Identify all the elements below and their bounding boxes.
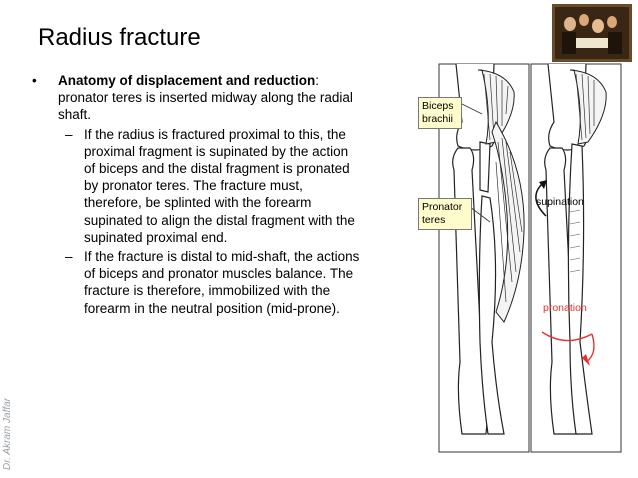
radius-right (567, 143, 593, 435)
sub-bullet-marker: – (65, 249, 73, 265)
bullet-lead-rest: : pronator teres is inserted midway alon… (58, 73, 353, 123)
forearm-figure (438, 63, 622, 453)
radius-left-distal (478, 195, 505, 435)
biceps-pointer (461, 103, 483, 115)
sub-bullet-marker: – (65, 126, 73, 142)
biceps-left (477, 69, 515, 145)
pronation-arrowhead-icon (582, 354, 590, 366)
label-pronation: pronation (543, 302, 587, 314)
painting-logo (552, 4, 632, 62)
sub-bullet-distal: – If the fracture is distal to mid-shaft… (32, 248, 362, 317)
supination-arrow-icon (535, 183, 547, 217)
biceps-right-striations (575, 73, 595, 141)
sub-bullet-text: If the fracture is distal to mid-shaft, … (84, 249, 360, 316)
pronator-left-striations (495, 137, 523, 303)
main-bullet: • Anatomy of displacement and reduction:… (32, 72, 362, 124)
sub-bullet-proximal: – If the radius is fractured proximal to… (32, 126, 362, 246)
text-content: • Anatomy of displacement and reduction:… (32, 72, 362, 317)
radius-right-hatching (569, 209, 581, 273)
supination-arrowhead-icon (539, 180, 547, 189)
sub-bullet-text: If the radius is fractured proximal to t… (84, 126, 355, 245)
label-supination: supination (536, 196, 584, 208)
slide-title: Radius fracture (38, 24, 201, 51)
pronation-arc-icon (541, 331, 593, 342)
author-watermark: Dr. Akram Jaffar (2, 397, 13, 470)
label-biceps: Biceps brachii (418, 97, 462, 129)
label-pronator: Pronator teres (418, 198, 472, 230)
radius-left-proximal (479, 141, 491, 193)
bullet-lead-bold: Anatomy of displacement and reduction (58, 73, 316, 88)
biceps-right (569, 69, 607, 145)
bullet-marker: • (32, 73, 37, 88)
pronator-left (491, 120, 525, 323)
